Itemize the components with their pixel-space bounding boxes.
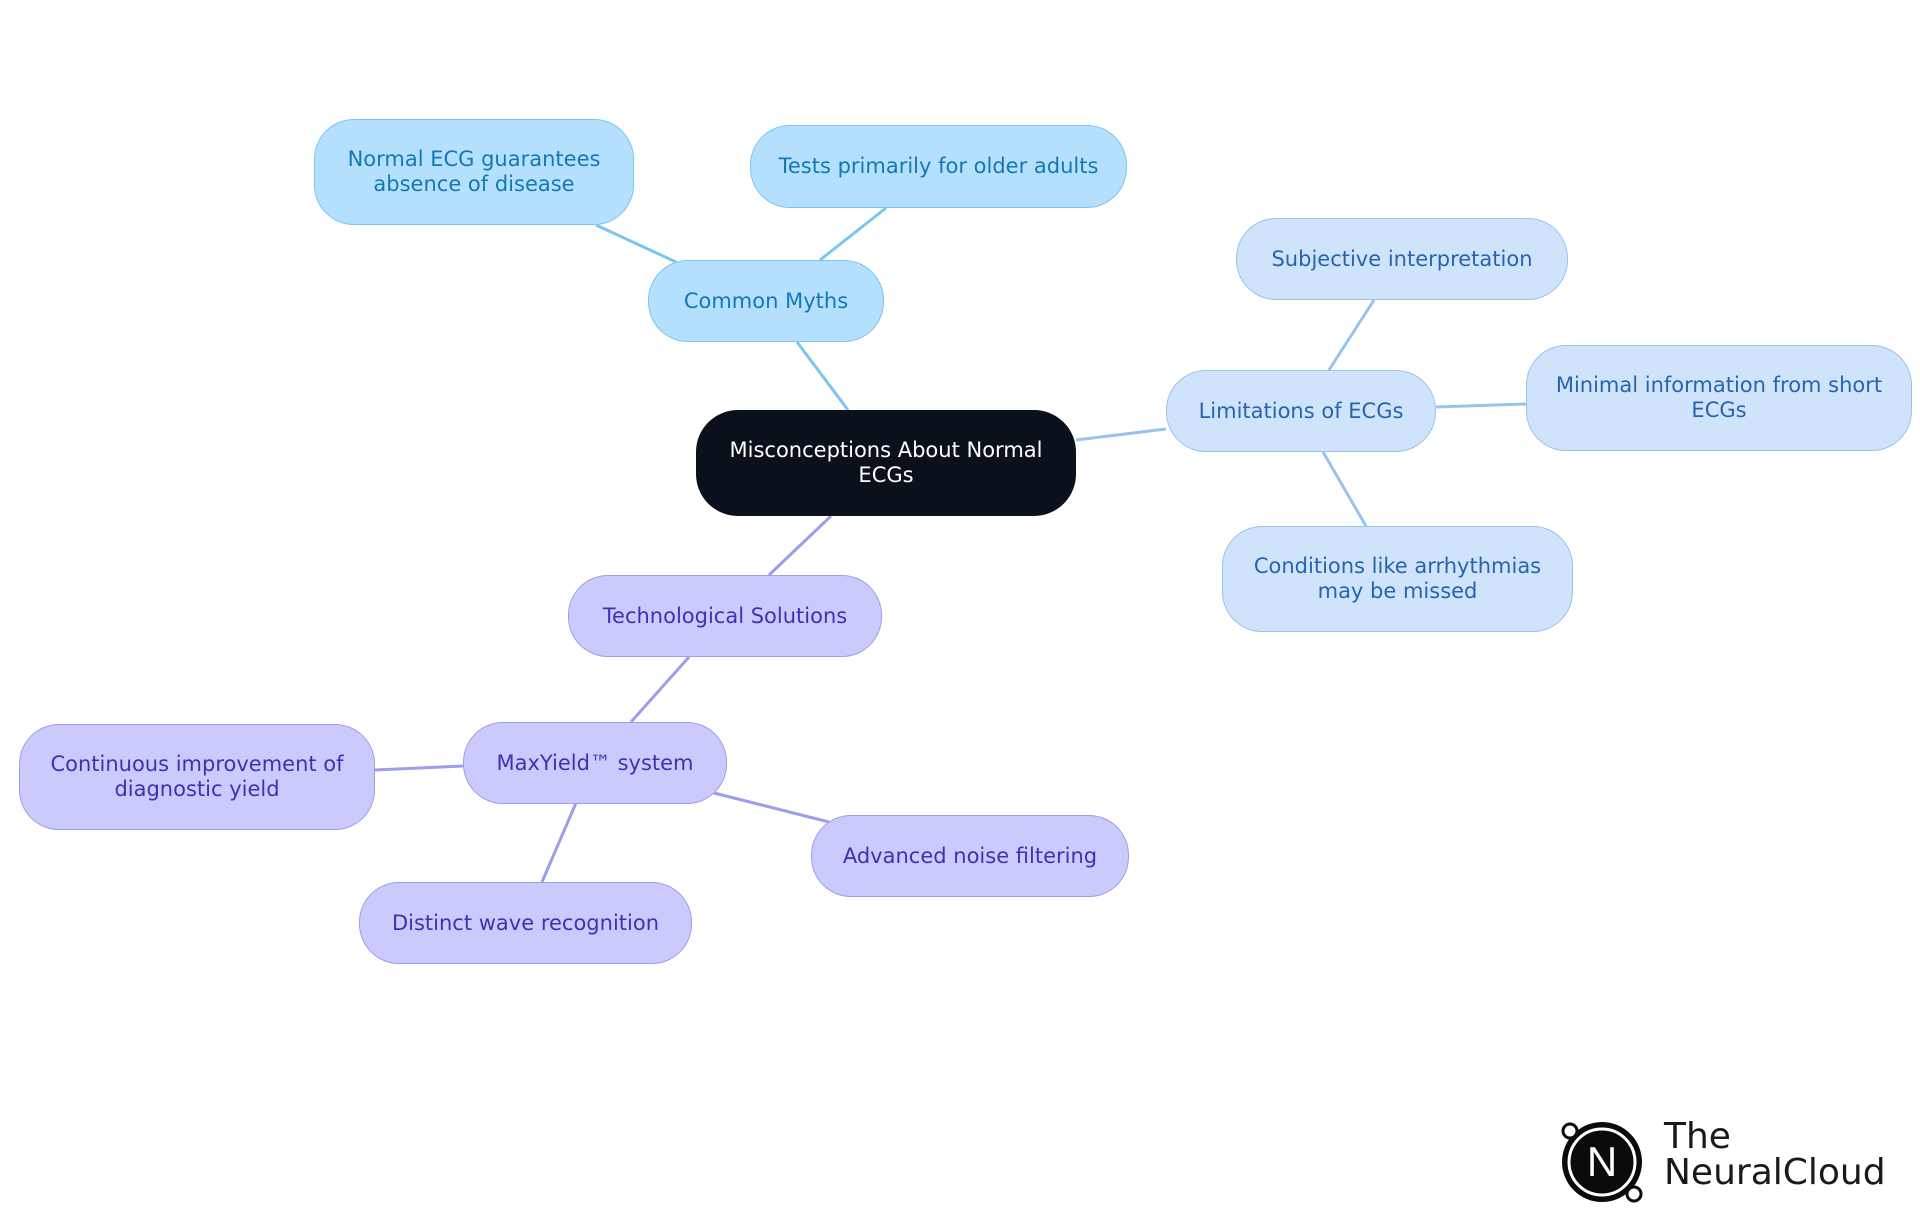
edge-root-myths bbox=[795, 341, 850, 411]
neuralcloud-logo-mark: N bbox=[1561, 1122, 1643, 1203]
root-node[interactable]: Misconceptions About Normal ECGs bbox=[696, 410, 1076, 516]
maxyield-wave-recognition-label: Distinct wave recognition bbox=[391, 910, 660, 935]
branch-technological-solutions[interactable]: Technological Solutions bbox=[568, 575, 882, 657]
edge-limits-child3 bbox=[1321, 451, 1368, 527]
logo-word-the: The bbox=[1664, 1116, 1731, 1157]
edge-tech-sub bbox=[629, 656, 691, 723]
maxyield-continuous-improvement[interactable]: Continuous improvement of diagnostic yie… bbox=[19, 724, 375, 830]
myth-normal-ecg-guarantee-label: Normal ECG guarantees absence of disease bbox=[347, 147, 601, 196]
branch-common-myths[interactable]: Common Myths bbox=[648, 260, 884, 342]
edge-limits-child2 bbox=[1435, 402, 1527, 409]
maxyield-continuous-improvement-label: Continuous improvement of diagnostic yie… bbox=[50, 752, 344, 801]
edge-myths-child2 bbox=[819, 206, 887, 262]
edge-root-limits bbox=[1075, 427, 1167, 442]
edge-myths-child1 bbox=[595, 223, 677, 264]
branch-common-myths-label: Common Myths bbox=[683, 288, 849, 313]
node-maxyield-system[interactable]: MaxYield™ system bbox=[463, 722, 727, 804]
node-maxyield-system-label: MaxYield™ system bbox=[496, 750, 694, 775]
limitation-subjective-label: Subjective interpretation bbox=[1271, 246, 1533, 271]
maxyield-noise-filtering[interactable]: Advanced noise filtering bbox=[811, 815, 1129, 897]
branch-technological-solutions-label: Technological Solutions bbox=[602, 603, 848, 628]
limitation-subjective[interactable]: Subjective interpretation bbox=[1236, 218, 1568, 300]
branch-limitations-label: Limitations of ECGs bbox=[1198, 398, 1404, 423]
root-node-label: Misconceptions About Normal ECGs bbox=[729, 438, 1043, 487]
edge-sub-child3 bbox=[713, 791, 830, 824]
myth-older-adults[interactable]: Tests primarily for older adults bbox=[750, 125, 1127, 208]
myth-normal-ecg-guarantee[interactable]: Normal ECG guarantees absence of disease bbox=[314, 119, 634, 225]
limitation-short-ecgs-label: Minimal information from short ECGs bbox=[1555, 373, 1883, 422]
edge-limits-child1 bbox=[1327, 299, 1376, 371]
edge-sub-child2 bbox=[540, 802, 578, 883]
limitation-arrhythmias[interactable]: Conditions like arrhythmias may be misse… bbox=[1222, 526, 1573, 632]
edge-root-tech bbox=[767, 514, 833, 577]
neuralcloud-logo-letter: N bbox=[1587, 1138, 1617, 1185]
edge-sub-child1 bbox=[374, 764, 464, 772]
myth-older-adults-label: Tests primarily for older adults bbox=[778, 154, 1099, 178]
maxyield-wave-recognition[interactable]: Distinct wave recognition bbox=[359, 882, 692, 964]
maxyield-noise-filtering-label: Advanced noise filtering bbox=[842, 843, 1098, 868]
branch-limitations[interactable]: Limitations of ECGs bbox=[1166, 370, 1436, 452]
neuralcloud-logo: N The NeuralCloud bbox=[1556, 1116, 1896, 1208]
limitation-arrhythmias-label: Conditions like arrhythmias may be misse… bbox=[1253, 554, 1542, 603]
logo-word-neuralcloud: NeuralCloud bbox=[1664, 1152, 1886, 1193]
limitation-short-ecgs[interactable]: Minimal information from short ECGs bbox=[1526, 345, 1912, 451]
